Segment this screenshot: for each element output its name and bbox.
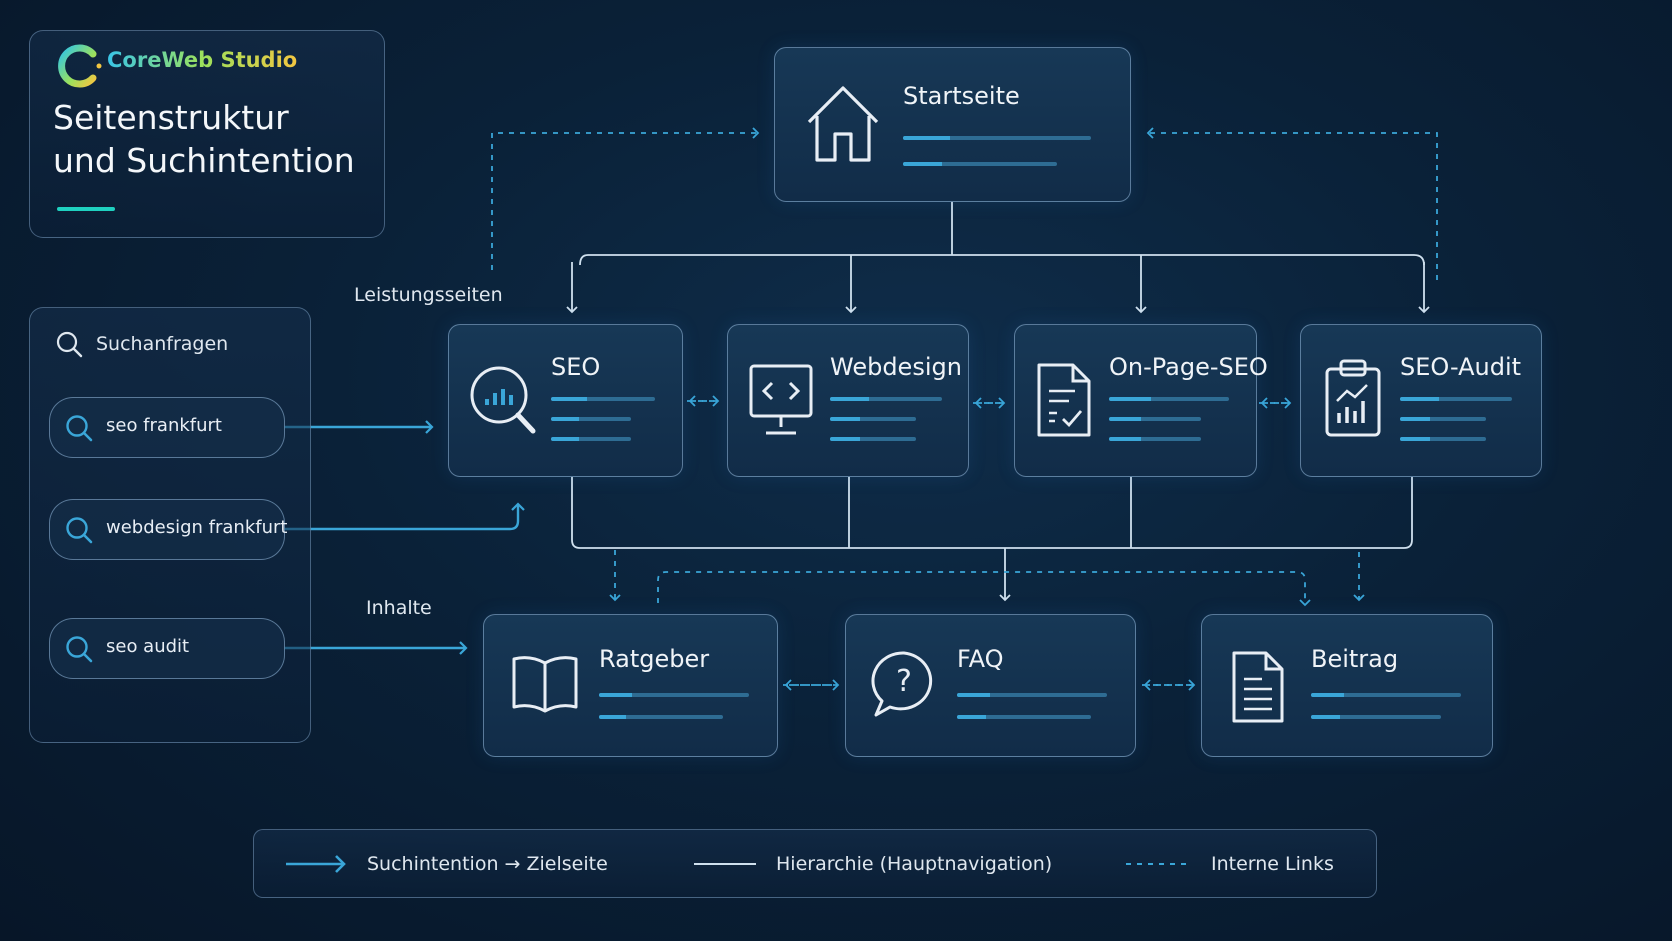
text-line	[830, 397, 942, 401]
clipboard-chart-icon	[1325, 359, 1381, 437]
text-line	[1109, 417, 1201, 421]
legend-intent-arrow	[286, 855, 346, 873]
page-title: Seitenstruktur und Suchintention	[53, 96, 355, 182]
query-pill-webdesign-frankfurt[interactable]: webdesign frankfurt	[49, 499, 288, 560]
magnifier-chart-icon	[470, 366, 536, 434]
label-services: Leistungsseiten	[354, 284, 503, 306]
svg-text:?: ?	[896, 664, 912, 699]
text-line	[903, 162, 1057, 166]
query-text: seo frankfurt	[106, 415, 222, 436]
label-content: Inhalte	[366, 597, 432, 619]
text-line	[1400, 437, 1486, 441]
text-line	[957, 693, 1107, 697]
title-underline	[57, 207, 115, 211]
search-icon	[56, 331, 83, 358]
node-startseite[interactable]: Startseite	[774, 47, 1131, 202]
text-line	[1400, 417, 1486, 421]
search-icon	[66, 517, 93, 544]
node-webdesign[interactable]: Webdesign	[727, 324, 969, 477]
node-title: Beitrag	[1311, 645, 1399, 673]
node-title: Webdesign	[830, 353, 962, 381]
text-line	[957, 715, 1091, 719]
queries-heading: Suchanfragen	[96, 333, 229, 355]
legend-hierarchy-label: Hierarchie (Hauptnavigation)	[776, 853, 1053, 875]
text-line	[1109, 397, 1229, 401]
legend-hierarchy-line	[694, 863, 756, 865]
query-pill-seo-frankfurt[interactable]: seo frankfurt	[49, 397, 285, 458]
legend-intent-label: Suchintention → Zielseite	[367, 853, 608, 875]
code-monitor-icon	[749, 364, 813, 435]
node-onpage-seo[interactable]: On-Page-SEO	[1014, 324, 1268, 477]
text-line	[551, 437, 631, 441]
title-line-2: und Suchintention	[53, 141, 355, 180]
text-line	[551, 397, 655, 401]
text-line	[1109, 437, 1201, 441]
node-title: SEO-Audit	[1400, 353, 1522, 381]
internal-links	[491, 127, 1438, 691]
query-pill-seo-audit[interactable]: seo audit	[49, 618, 285, 679]
query-text: webdesign frankfurt	[106, 517, 288, 538]
text-line	[830, 437, 916, 441]
legend-links-line	[1126, 863, 1192, 865]
node-beitrag[interactable]: Beitrag	[1201, 614, 1493, 757]
checklist-document-icon	[1037, 363, 1091, 437]
query-text: seo audit	[106, 636, 190, 657]
node-ratgeber[interactable]: Ratgeber	[483, 614, 778, 757]
search-icon	[66, 636, 93, 663]
search-icon	[66, 415, 93, 442]
node-title: Ratgeber	[599, 645, 710, 673]
logo-icon	[58, 44, 102, 88]
text-line	[1400, 397, 1512, 401]
node-seo-audit[interactable]: SEO-Audit	[1300, 324, 1542, 477]
node-title: FAQ	[957, 645, 1004, 673]
brand-name: CoreWeb Studio	[107, 48, 298, 72]
text-line	[830, 417, 916, 421]
title-line-1: Seitenstruktur	[53, 98, 289, 137]
document-icon	[1232, 651, 1284, 723]
node-faq[interactable]: ? FAQ	[845, 614, 1136, 757]
node-title: SEO	[551, 353, 601, 381]
text-line	[903, 136, 1091, 140]
text-line	[1311, 715, 1441, 719]
open-book-icon	[512, 656, 578, 713]
text-line	[551, 417, 631, 421]
text-line	[1311, 693, 1461, 697]
house-icon	[807, 86, 879, 162]
text-line	[599, 715, 723, 719]
hierarchy-lines	[566, 202, 1430, 602]
legend-links-label: Interne Links	[1211, 853, 1334, 875]
node-title: Startseite	[903, 82, 1020, 110]
legend	[253, 829, 1377, 898]
text-line	[599, 693, 749, 697]
node-title: On-Page-SEO	[1109, 353, 1268, 381]
question-bubble-icon: ?	[871, 651, 933, 717]
brand-panel	[29, 30, 385, 238]
node-seo[interactable]: SEO	[448, 324, 683, 477]
